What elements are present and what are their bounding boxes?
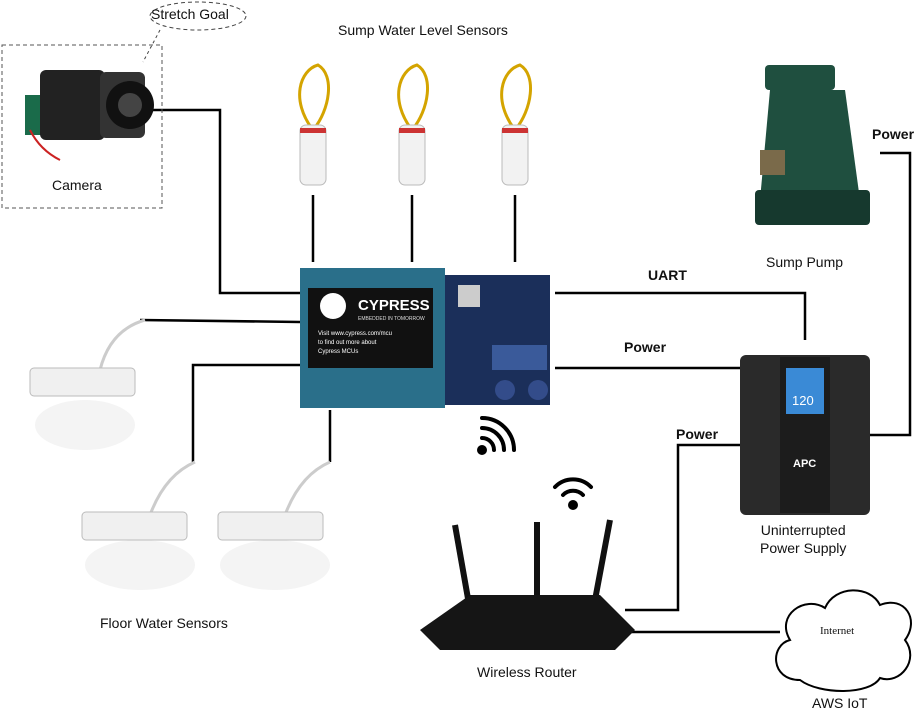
board-power-label: Power [624, 339, 667, 355]
camera-label: Camera [52, 177, 102, 193]
sump-sensor-3 [500, 63, 532, 186]
ups-label-line-1: Uninterrupted [760, 522, 846, 538]
router-label: Wireless Router [477, 664, 577, 680]
camera-link [150, 108, 300, 295]
floor-sensor-2 [81, 460, 196, 590]
stretch-goal-pointer [142, 29, 161, 63]
aws-iot-label: AWS IoT [812, 695, 868, 711]
internet-cloud-icon [775, 589, 912, 692]
floor-sensors-images [29, 318, 331, 590]
connection-lines [139, 108, 912, 634]
board-screen-line-3: Cypress MCUs [318, 349, 358, 355]
floor-sensors-label: Floor Water Sensors [100, 615, 228, 631]
stretch-goal-label: Stretch Goal [151, 6, 229, 22]
floor-sensor-3 [217, 460, 331, 590]
board-tagline: EMBEDDED IN TOMORROW [358, 316, 425, 322]
sump-sensors-images [298, 63, 532, 186]
board-screen-line-1: Visit www.cypress.com/mcu [318, 331, 392, 337]
board-screen-line-2: to find out more about [318, 340, 377, 346]
stretch-goal-bubble [149, 1, 247, 31]
sump-pump-image [755, 65, 870, 225]
sump-sensor-1 [298, 63, 330, 186]
ups-brand: APC [793, 458, 816, 470]
pump-power-link [870, 151, 912, 437]
ups-display-value: 120 [792, 393, 814, 408]
board-brand: CYPRESS [358, 297, 430, 314]
sump-sensors-label: Sump Water Level Sensors [338, 22, 508, 38]
router-image [420, 519, 635, 650]
camera-image [25, 70, 154, 161]
internet-label: Internet [820, 625, 855, 637]
uart-link [555, 291, 807, 340]
sump-pump-label: Sump Pump [766, 254, 844, 270]
ups-label-line-2: Power Supply [760, 540, 847, 556]
router-power-link [625, 443, 740, 612]
wireless-signal-icon [477, 416, 516, 455]
cypress-board-image: CYPRESS EMBEDDED IN TOMORROW Visit www.c… [300, 268, 550, 408]
ups-label: Uninterrupted Power Supply [760, 521, 846, 557]
floor-sensor-1-link [139, 318, 301, 324]
uart-label: UART [648, 267, 687, 283]
floor-sensor-1 [29, 318, 146, 450]
router-wifi-icon [553, 477, 593, 510]
ups-image: 120 APC [740, 355, 870, 515]
floor-sensor-2-link [191, 363, 300, 462]
pump-power-label: Power [872, 126, 915, 142]
sump-sensor-2 [397, 63, 429, 186]
stretch-goal-box [1, 44, 163, 209]
router-power-label: Power [676, 426, 719, 442]
